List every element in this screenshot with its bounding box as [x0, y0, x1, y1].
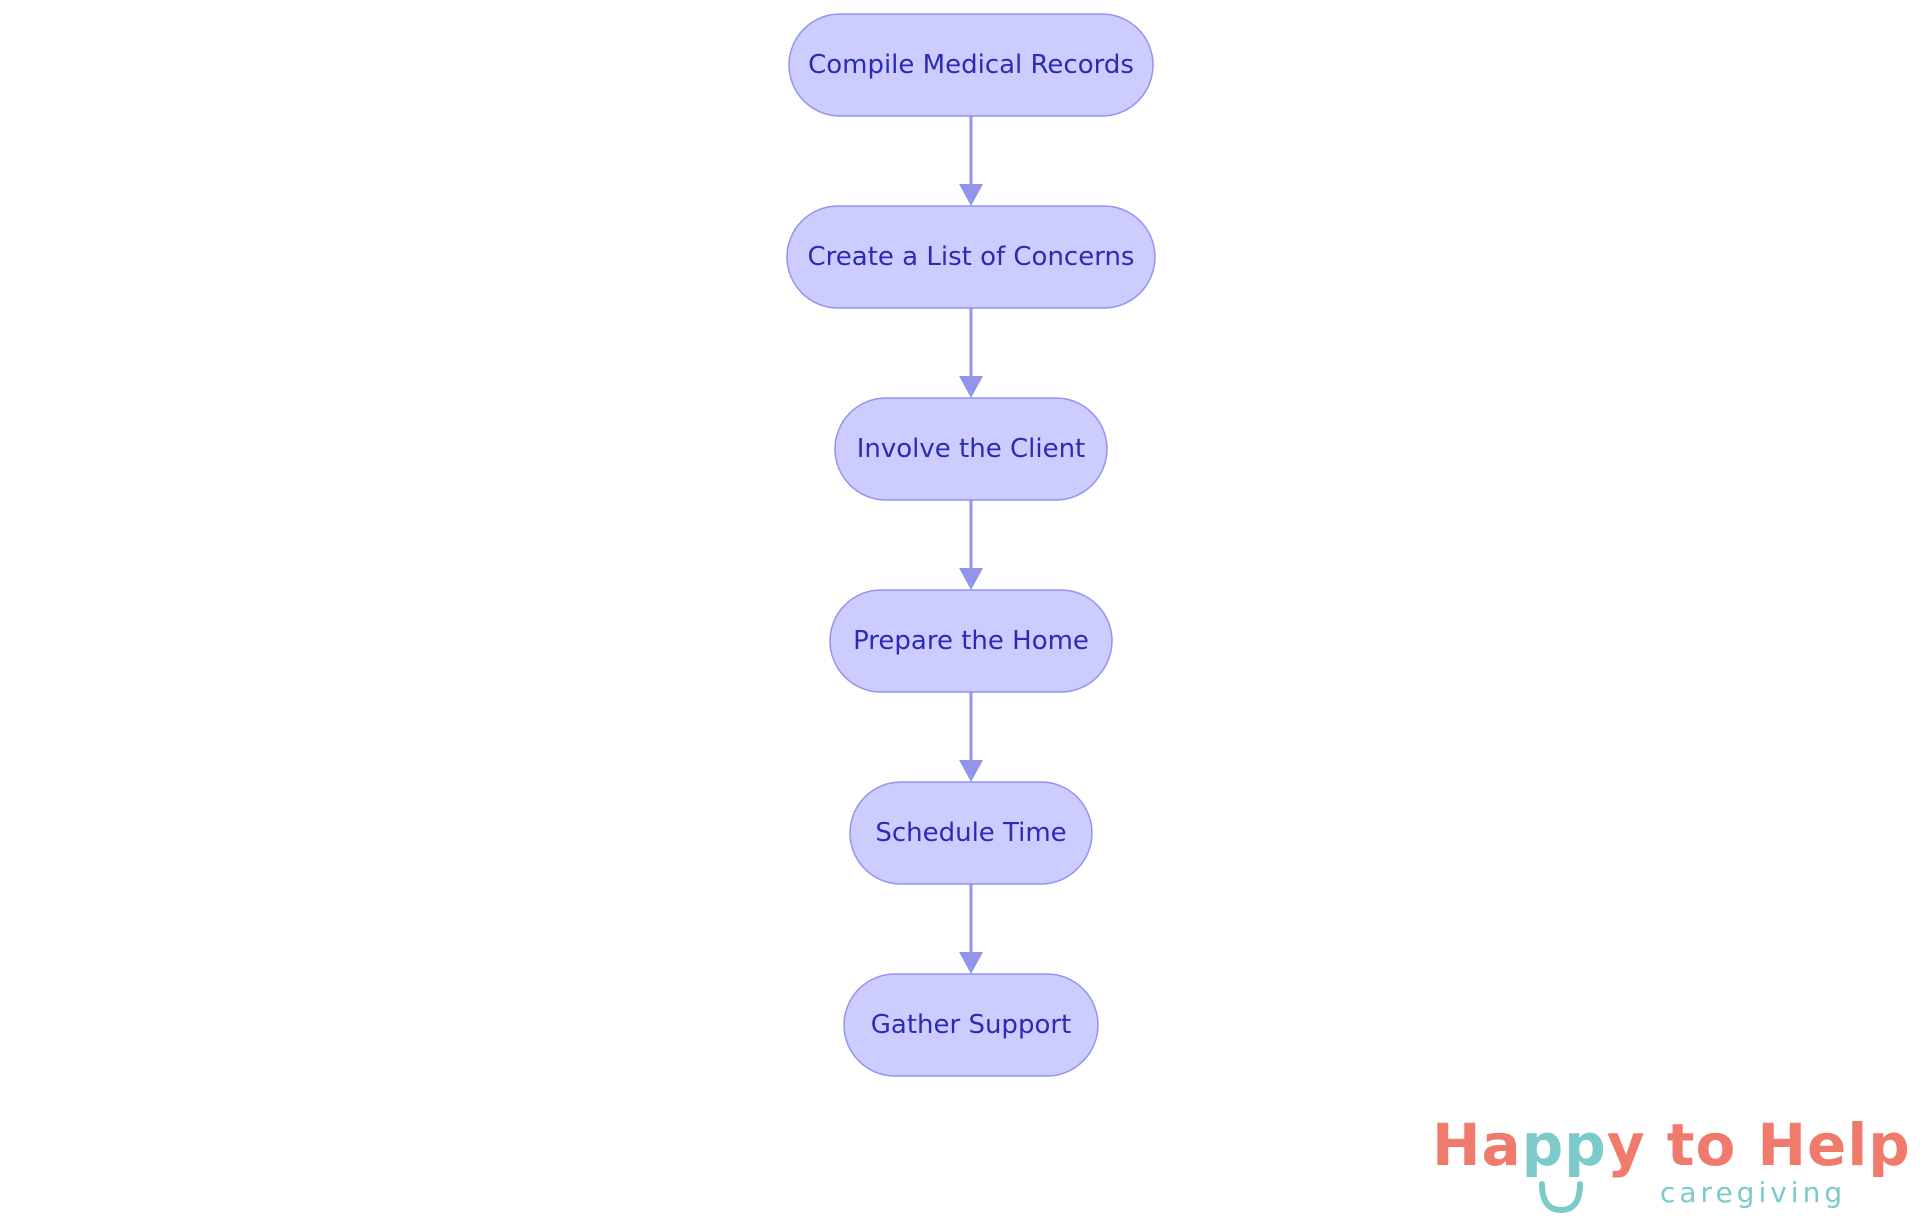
flow-node-shape	[834, 397, 1108, 501]
flow-arrow-2	[959, 308, 983, 398]
arrow-head-icon	[959, 184, 983, 206]
flow-node-shape	[829, 589, 1113, 693]
flow-node-4: Prepare the Home	[829, 589, 1113, 693]
logo-subtitle: caregiving	[1660, 1176, 1847, 1209]
flow-arrow-1	[959, 116, 983, 206]
flowchart-edges	[959, 116, 983, 974]
flow-node-1: Compile Medical Records	[788, 13, 1154, 117]
smile-icon	[1539, 1181, 1583, 1214]
arrow-head-icon	[959, 376, 983, 398]
flow-node-5: Schedule Time	[849, 781, 1093, 885]
flow-node-shape	[849, 781, 1093, 885]
flow-node-shape	[843, 973, 1099, 1077]
flow-node-3: Involve the Client	[834, 397, 1108, 501]
flow-node-shape	[788, 13, 1154, 117]
flow-node-label: Gather Support	[871, 1010, 1071, 1040]
flow-node-label: Create a List of Concerns	[808, 242, 1135, 272]
flow-arrow-3	[959, 500, 983, 590]
flow-node-label: Compile Medical Records	[808, 50, 1134, 80]
happy-to-help-logo: Happy to Help caregiving	[1432, 1110, 1910, 1220]
flow-arrow-4	[959, 692, 983, 782]
flow-node-label: Schedule Time	[875, 818, 1066, 848]
arrow-head-icon	[959, 952, 983, 974]
logo-title: Happy to Help	[1432, 1111, 1911, 1179]
flow-arrow-5	[959, 884, 983, 974]
arrow-head-icon	[959, 760, 983, 782]
flow-node-shape	[786, 205, 1156, 309]
flow-node-label: Involve the Client	[857, 434, 1086, 464]
flow-node-label: Prepare the Home	[853, 626, 1089, 656]
arrow-head-icon	[959, 568, 983, 590]
flow-node-2: Create a List of Concerns	[786, 205, 1156, 309]
flow-node-6: Gather Support	[843, 973, 1099, 1077]
